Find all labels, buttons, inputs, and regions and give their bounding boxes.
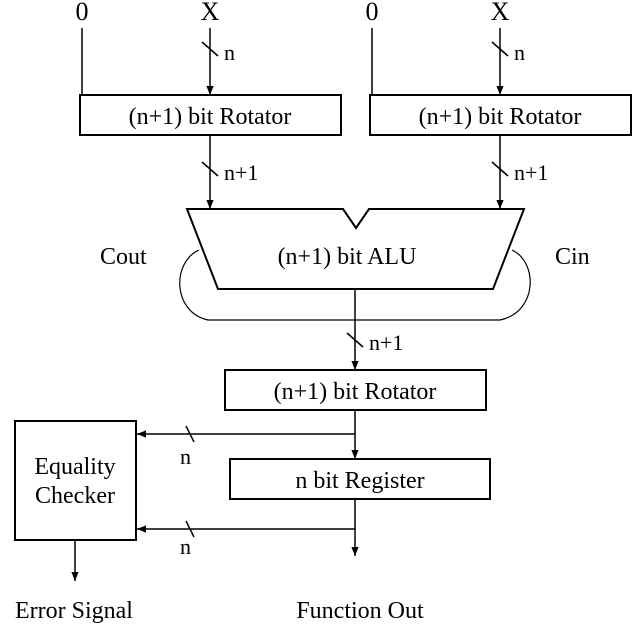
- carry-loop-wire: [179, 249, 531, 321]
- rotator-checker-bus-slash: [185, 425, 195, 443]
- right-alu-bus-slash: [491, 161, 509, 177]
- left-input-bus-slash: [201, 41, 219, 57]
- right-rotator-box: [369, 94, 632, 136]
- right-input-width-label: n: [514, 40, 525, 65]
- left-zero-input-label: 0: [76, 0, 89, 26]
- register-checker-width-label: n: [180, 534, 191, 559]
- left-rotator-label: (n+1) bit Rotator: [129, 104, 292, 130]
- left-x-input-label: X: [201, 0, 220, 26]
- rotator-checker-width-label: n: [180, 444, 191, 469]
- left-input-width-label: n: [224, 40, 235, 65]
- bottom-rotator-box: [224, 369, 487, 411]
- right-alu-width-label: n+1: [514, 160, 548, 185]
- register-checker-bus-slash: [185, 520, 195, 538]
- alu-output-width-label: n+1: [369, 330, 403, 355]
- cout-label: Cout: [100, 244, 147, 270]
- cin-label: Cin: [555, 244, 590, 270]
- right-input-bus-slash: [491, 41, 509, 57]
- checker-label-line1: Equality: [34, 454, 115, 480]
- left-alu-bus-slash: [201, 161, 219, 177]
- equality-checker-box: [14, 420, 137, 541]
- alu-output-bus-slash: [346, 332, 364, 348]
- register-box: [229, 458, 491, 500]
- function-out-label: Function Out: [296, 598, 424, 624]
- right-x-input-label: X: [491, 0, 510, 26]
- alu-block: [185, 208, 526, 290]
- right-rotator-label: (n+1) bit Rotator: [419, 104, 582, 130]
- bottom-rotator-label: (n+1) bit Rotator: [274, 379, 437, 405]
- alu-label: (n+1) bit ALU: [278, 244, 417, 270]
- left-alu-width-label: n+1: [224, 160, 258, 185]
- right-zero-input-label: 0: [366, 0, 379, 26]
- checker-label-line2: Checker: [35, 483, 115, 509]
- register-label: n bit Register: [295, 468, 424, 494]
- error-signal-label: Error Signal: [15, 598, 133, 624]
